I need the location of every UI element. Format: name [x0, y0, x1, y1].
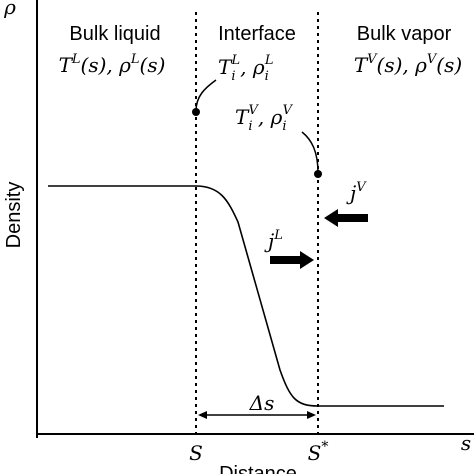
liquid-flux-label: jL	[264, 228, 283, 253]
interface-vapor-side-label: TiV, ρiV	[235, 103, 294, 134]
delta-s-right-arrowhead	[307, 411, 316, 419]
delta-s-label: Δs	[249, 391, 275, 415]
region-title-bulk-liquid: Bulk liquid	[69, 23, 160, 45]
region-title-interface: Interface	[218, 23, 296, 45]
y-axis-label: Density	[3, 182, 25, 249]
interface-liquid-side-leader	[195, 79, 217, 112]
bulk-liquid-state-label: TL(s), ρL(s)	[59, 52, 166, 77]
marker-S-star: S*	[308, 439, 329, 465]
liquid-flux-arrow	[270, 251, 314, 269]
interface-vapor-side-point	[314, 170, 322, 178]
bulk-vapor-state-label: TV(s), ρV(s)	[354, 52, 462, 77]
delta-s-left-arrowhead	[198, 411, 207, 419]
x-axis-label: Distance	[219, 463, 297, 474]
interface-vapor-side-leader	[301, 131, 319, 174]
region-title-bulk-vapor: Bulk vapor	[357, 23, 452, 45]
vapor-flux-arrow	[324, 209, 368, 227]
interface-liquid-side-point	[192, 108, 200, 116]
y-axis-symbol: ρ	[3, 0, 16, 19]
vapor-flux-label: jV	[346, 180, 367, 205]
interface-liquid-side-label: TiL, ρiL	[218, 53, 273, 84]
x-axis-symbol: s	[461, 431, 471, 455]
density-profile-curve	[48, 185, 444, 407]
marker-S: S	[189, 441, 203, 465]
